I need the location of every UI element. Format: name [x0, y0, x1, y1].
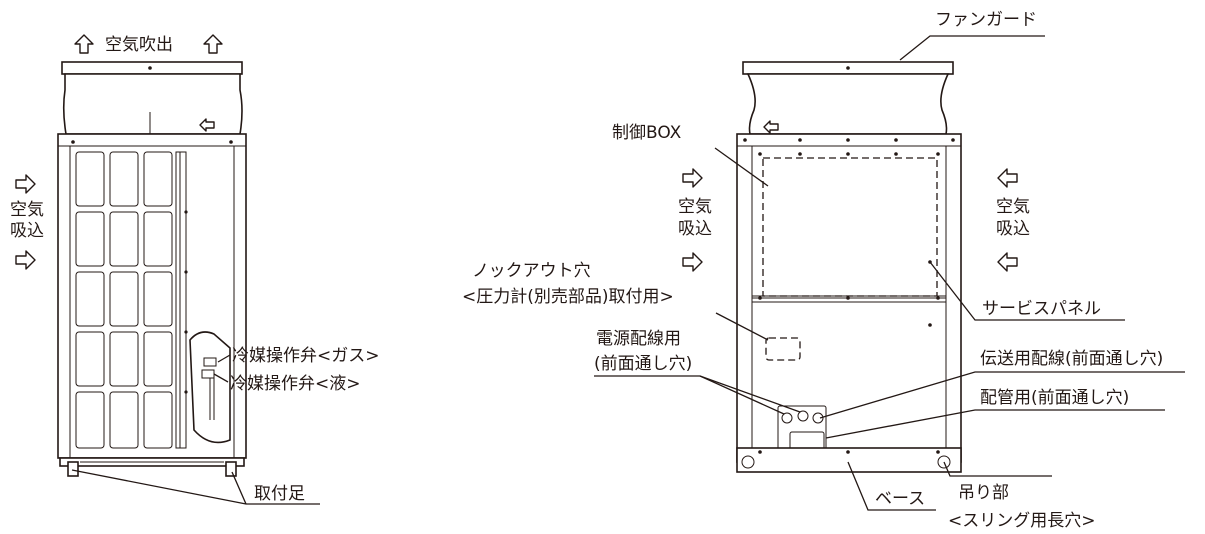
label-power-wiring-1: 電源配線用 — [596, 329, 681, 349]
arrow-right-icon — [15, 250, 36, 270]
label-transmission-wiring: 伝送用配線(前面通し穴) — [980, 349, 1163, 369]
arrow-left-icon — [763, 120, 779, 134]
arrow-left-icon — [997, 252, 1018, 272]
label-hanging-2: <スリング用長穴> — [948, 511, 1096, 531]
left-unit-side-view — [57, 61, 247, 477]
right-unit-front-view — [736, 61, 962, 473]
label-air-intake-left-2: 吸込 — [10, 221, 44, 241]
label-knockout-1: ノックアウト穴 — [472, 261, 591, 281]
knockout-hole — [765, 337, 801, 361]
arrow-up-icon — [203, 34, 223, 54]
label-air-intake-front-left-2: 吸込 — [678, 219, 712, 239]
label-air-intake-front-right-2: 吸込 — [996, 219, 1030, 239]
arrow-left-icon — [199, 118, 215, 132]
label-air-outlet: 空気吹出 — [105, 35, 173, 55]
arrow-right-icon — [682, 252, 703, 272]
label-valve-gas: 冷媒操作弁<ガス> — [232, 346, 380, 366]
label-knockout-2: <圧力計(別売部品)取付用> — [462, 287, 674, 307]
label-air-intake-front-right-1: 空気 — [996, 197, 1030, 217]
label-feet: 取付足 — [254, 484, 305, 504]
label-power-wiring-2: (前面通し穴) — [594, 354, 692, 374]
label-piping: 配管用(前面通し穴) — [980, 388, 1129, 408]
label-fan-guard: ファンガード — [935, 10, 1037, 30]
label-valve-liquid: 冷媒操作弁<液> — [230, 374, 361, 394]
label-hanging-1: 吊り部 — [958, 483, 1009, 503]
arrow-left-icon — [997, 168, 1018, 188]
label-service-panel: サービスパネル — [982, 299, 1101, 319]
label-control-box: 制御BOX — [612, 123, 682, 143]
heat-exchanger-grille — [75, 151, 187, 449]
arrow-right-icon — [15, 174, 36, 194]
arrow-up-icon — [74, 34, 94, 54]
label-air-intake-left-1: 空気 — [10, 200, 44, 220]
label-base: ベース — [875, 489, 925, 509]
label-air-intake-front-left-1: 空気 — [678, 197, 712, 217]
arrow-right-icon — [682, 168, 703, 188]
